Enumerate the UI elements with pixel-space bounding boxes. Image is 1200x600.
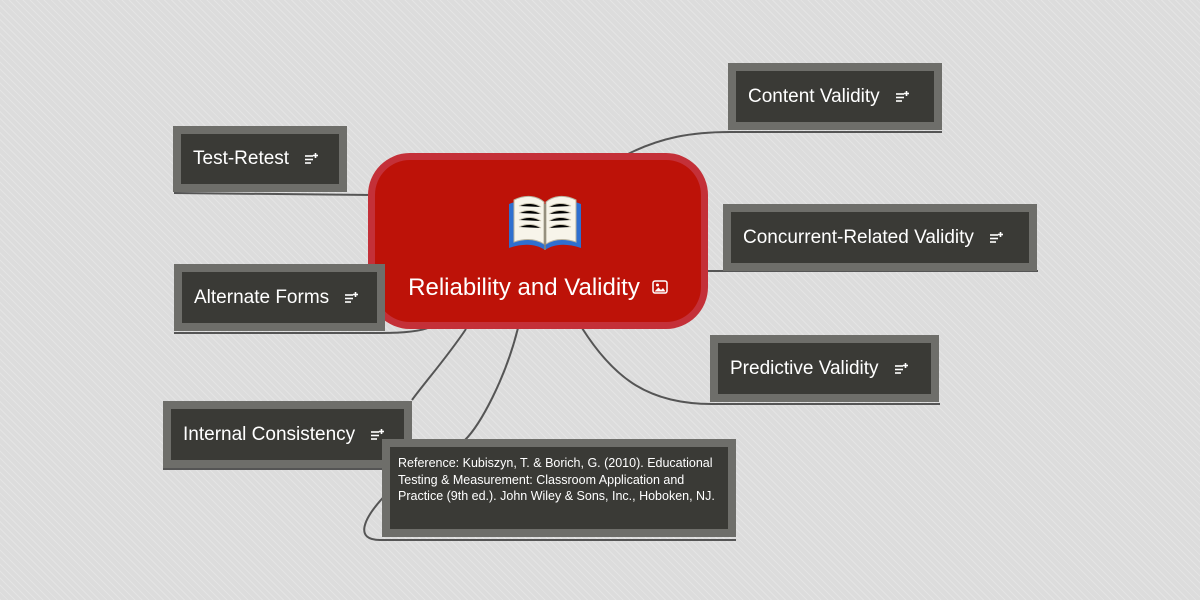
connector-predictive-validity bbox=[581, 327, 940, 405]
topic-content-validity[interactable]: Content Validity bbox=[728, 63, 942, 130]
reference-note[interactable]: Reference: Kubiszyn, T. & Borich, G. (20… bbox=[382, 439, 736, 537]
topic-label: Test-Retest bbox=[193, 148, 290, 169]
topic-predictive-validity[interactable]: Predictive Validity bbox=[710, 335, 939, 402]
central-topic-body: Reliability and Validity bbox=[375, 160, 701, 322]
image-icon[interactable] bbox=[652, 279, 668, 294]
topic-alternate-forms[interactable]: Alternate Forms bbox=[174, 264, 385, 331]
note-icon[interactable] bbox=[343, 290, 359, 306]
connector-internal-consistency bbox=[411, 328, 467, 401]
note-icon[interactable] bbox=[303, 151, 319, 167]
central-topic[interactable]: Reliability and Validity bbox=[368, 153, 708, 329]
connector-test-retest bbox=[173, 192, 373, 196]
topic-internal-consistency[interactable]: Internal Consistency bbox=[163, 401, 412, 468]
open-book-icon bbox=[509, 195, 581, 250]
central-topic-title: Reliability and Validity bbox=[408, 274, 640, 301]
topic-test-retest[interactable]: Test-Retest bbox=[173, 126, 347, 192]
note-icon[interactable] bbox=[893, 361, 909, 377]
note-icon[interactable] bbox=[369, 427, 385, 443]
topic-label: Predictive Validity bbox=[730, 357, 879, 379]
note-icon[interactable] bbox=[988, 230, 1004, 246]
topic-label: Content Validity bbox=[748, 85, 880, 107]
connector-content-validity bbox=[627, 131, 942, 155]
reference-text: Reference: Kubiszyn, T. & Borich, G. (20… bbox=[398, 456, 715, 503]
topic-label: Alternate Forms bbox=[194, 286, 330, 308]
topic-concurrent-related-validity[interactable]: Concurrent-Related Validity bbox=[723, 204, 1037, 271]
topic-label: Concurrent-Related Validity bbox=[743, 226, 974, 248]
topic-label: Internal Consistency bbox=[183, 423, 356, 445]
note-icon[interactable] bbox=[894, 89, 910, 105]
